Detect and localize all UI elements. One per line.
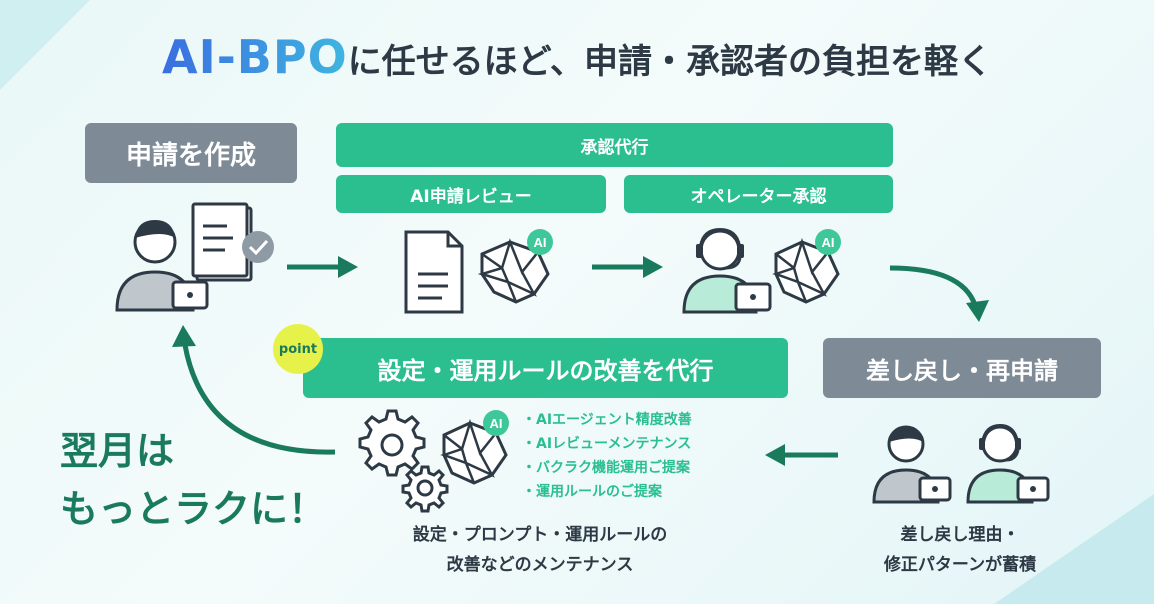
accumulate-caption-line2: 修正パターンが蓄積	[883, 555, 1037, 575]
arrow-operator-to-remand	[889, 265, 978, 306]
applicant-with-document-icon	[115, 202, 274, 312]
slogan-line1: 翌月は	[60, 429, 175, 473]
arrow-improvement-to-create	[182, 344, 336, 455]
improvement-list: AIエージェント精度改善 AIレビューメンテナンス バクラク機能運用ご提案 運用…	[522, 408, 692, 504]
maintenance-caption: 設定・プロンプト・運用ルールの 改善などのメンテナンス	[350, 520, 730, 580]
corner-decoration-bottom-right	[994, 494, 1154, 604]
step-improvement-label: 設定・運用ルールの改善を代行	[303, 338, 788, 398]
ai-badge-text: AI	[822, 235, 835, 250]
title-brand: AI-BPO	[162, 30, 348, 84]
step-operator-approval-label: オペレーター承認	[624, 175, 893, 213]
maintenance-caption-line1: 設定・プロンプト・運用ルールの	[412, 525, 668, 545]
step-proxy-approval-label: 承認代行	[336, 123, 893, 167]
page-title: AI-BPOに任せるほど、申請・承認者の負担を軽く	[0, 30, 1154, 84]
operator-approval-icon: AI	[682, 227, 841, 314]
accumulate-caption-line1: 差し戻し理由・	[900, 525, 1020, 545]
list-item: AIレビューメンテナンス	[522, 432, 692, 456]
list-item: AIエージェント精度改善	[522, 408, 692, 432]
step-create-label: 申請を作成	[85, 123, 297, 183]
gears-ai-icon: AI	[358, 409, 509, 513]
ai-review-icon: AI	[404, 229, 553, 314]
list-item: バクラク機能運用ご提案	[522, 456, 692, 480]
step-remand-label: 差し戻し・再申請	[823, 338, 1101, 398]
corner-decoration-top-left	[0, 0, 90, 90]
ai-badge-text: AI	[534, 235, 547, 250]
title-text: に任せるほど、申請・承認者の負担を軽く	[347, 42, 992, 82]
slogan: 翌月は もっとラクに！	[60, 422, 326, 538]
point-badge: point	[273, 324, 323, 374]
slogan-line2: もっとラクに！	[60, 487, 327, 531]
maintenance-caption-line2: 改善などのメンテナンス	[446, 555, 634, 575]
step-ai-review-label: AI申請レビュー	[336, 175, 606, 213]
applicant-operator-pair-icon	[872, 423, 1050, 504]
accumulate-caption: 差し戻し理由・ 修正パターンが蓄積	[845, 520, 1075, 580]
list-item: 運用ルールのご提案	[522, 480, 692, 504]
ai-badge-text: AI	[490, 416, 503, 431]
